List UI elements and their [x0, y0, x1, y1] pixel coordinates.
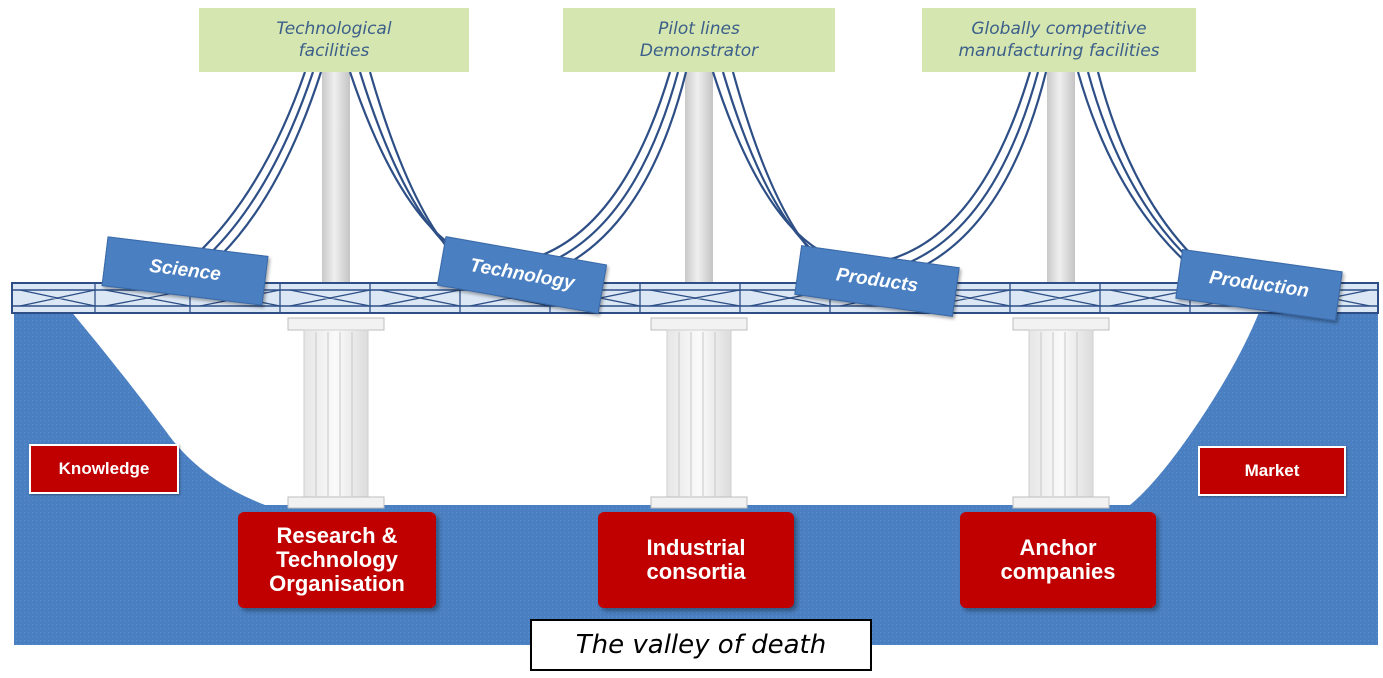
- column-3: [1012, 317, 1110, 509]
- facility-technological: Technological facilities: [199, 8, 469, 72]
- stage-technology-label: Technology: [468, 254, 577, 295]
- facility-pilot-lines-label: Pilot lines Demonstrator: [639, 19, 759, 61]
- facility-pilot-lines: Pilot lines Demonstrator: [563, 8, 835, 72]
- pillar-rto-label: Research & Technology Organisation: [269, 523, 405, 596]
- stage-production-label: Production: [1207, 267, 1311, 302]
- column-2: [650, 317, 748, 509]
- facility-manufacturing: Globally competitive manufacturing facil…: [922, 8, 1196, 72]
- pillar-anchor-companies-label: Anchor companies: [1000, 535, 1116, 584]
- stage-products-label: Products: [834, 264, 920, 297]
- pillar-industrial-consortia-label: Industrial consortia: [646, 535, 746, 584]
- pillar-rto: Research & Technology Organisation: [238, 512, 436, 608]
- pillar-anchor-companies: Anchor companies: [960, 512, 1156, 608]
- bank-knowledge-label: Knowledge: [58, 459, 150, 478]
- bank-knowledge: Knowledge: [29, 444, 179, 494]
- valley-caption-text: The valley of death: [575, 630, 827, 660]
- bank-market: Market: [1198, 446, 1346, 496]
- facility-manufacturing-label: Globally competitive manufacturing facil…: [958, 19, 1160, 61]
- stage-science-label: Science: [148, 255, 222, 286]
- valley-caption: The valley of death: [530, 619, 872, 671]
- tower-1: [322, 70, 350, 285]
- column-1: [287, 317, 385, 509]
- tower-2: [685, 70, 713, 285]
- tower-3: [1047, 70, 1075, 285]
- pillar-industrial-consortia: Industrial consortia: [598, 512, 794, 608]
- facility-technological-label: Technological facilities: [276, 19, 392, 61]
- bank-market-label: Market: [1244, 461, 1300, 480]
